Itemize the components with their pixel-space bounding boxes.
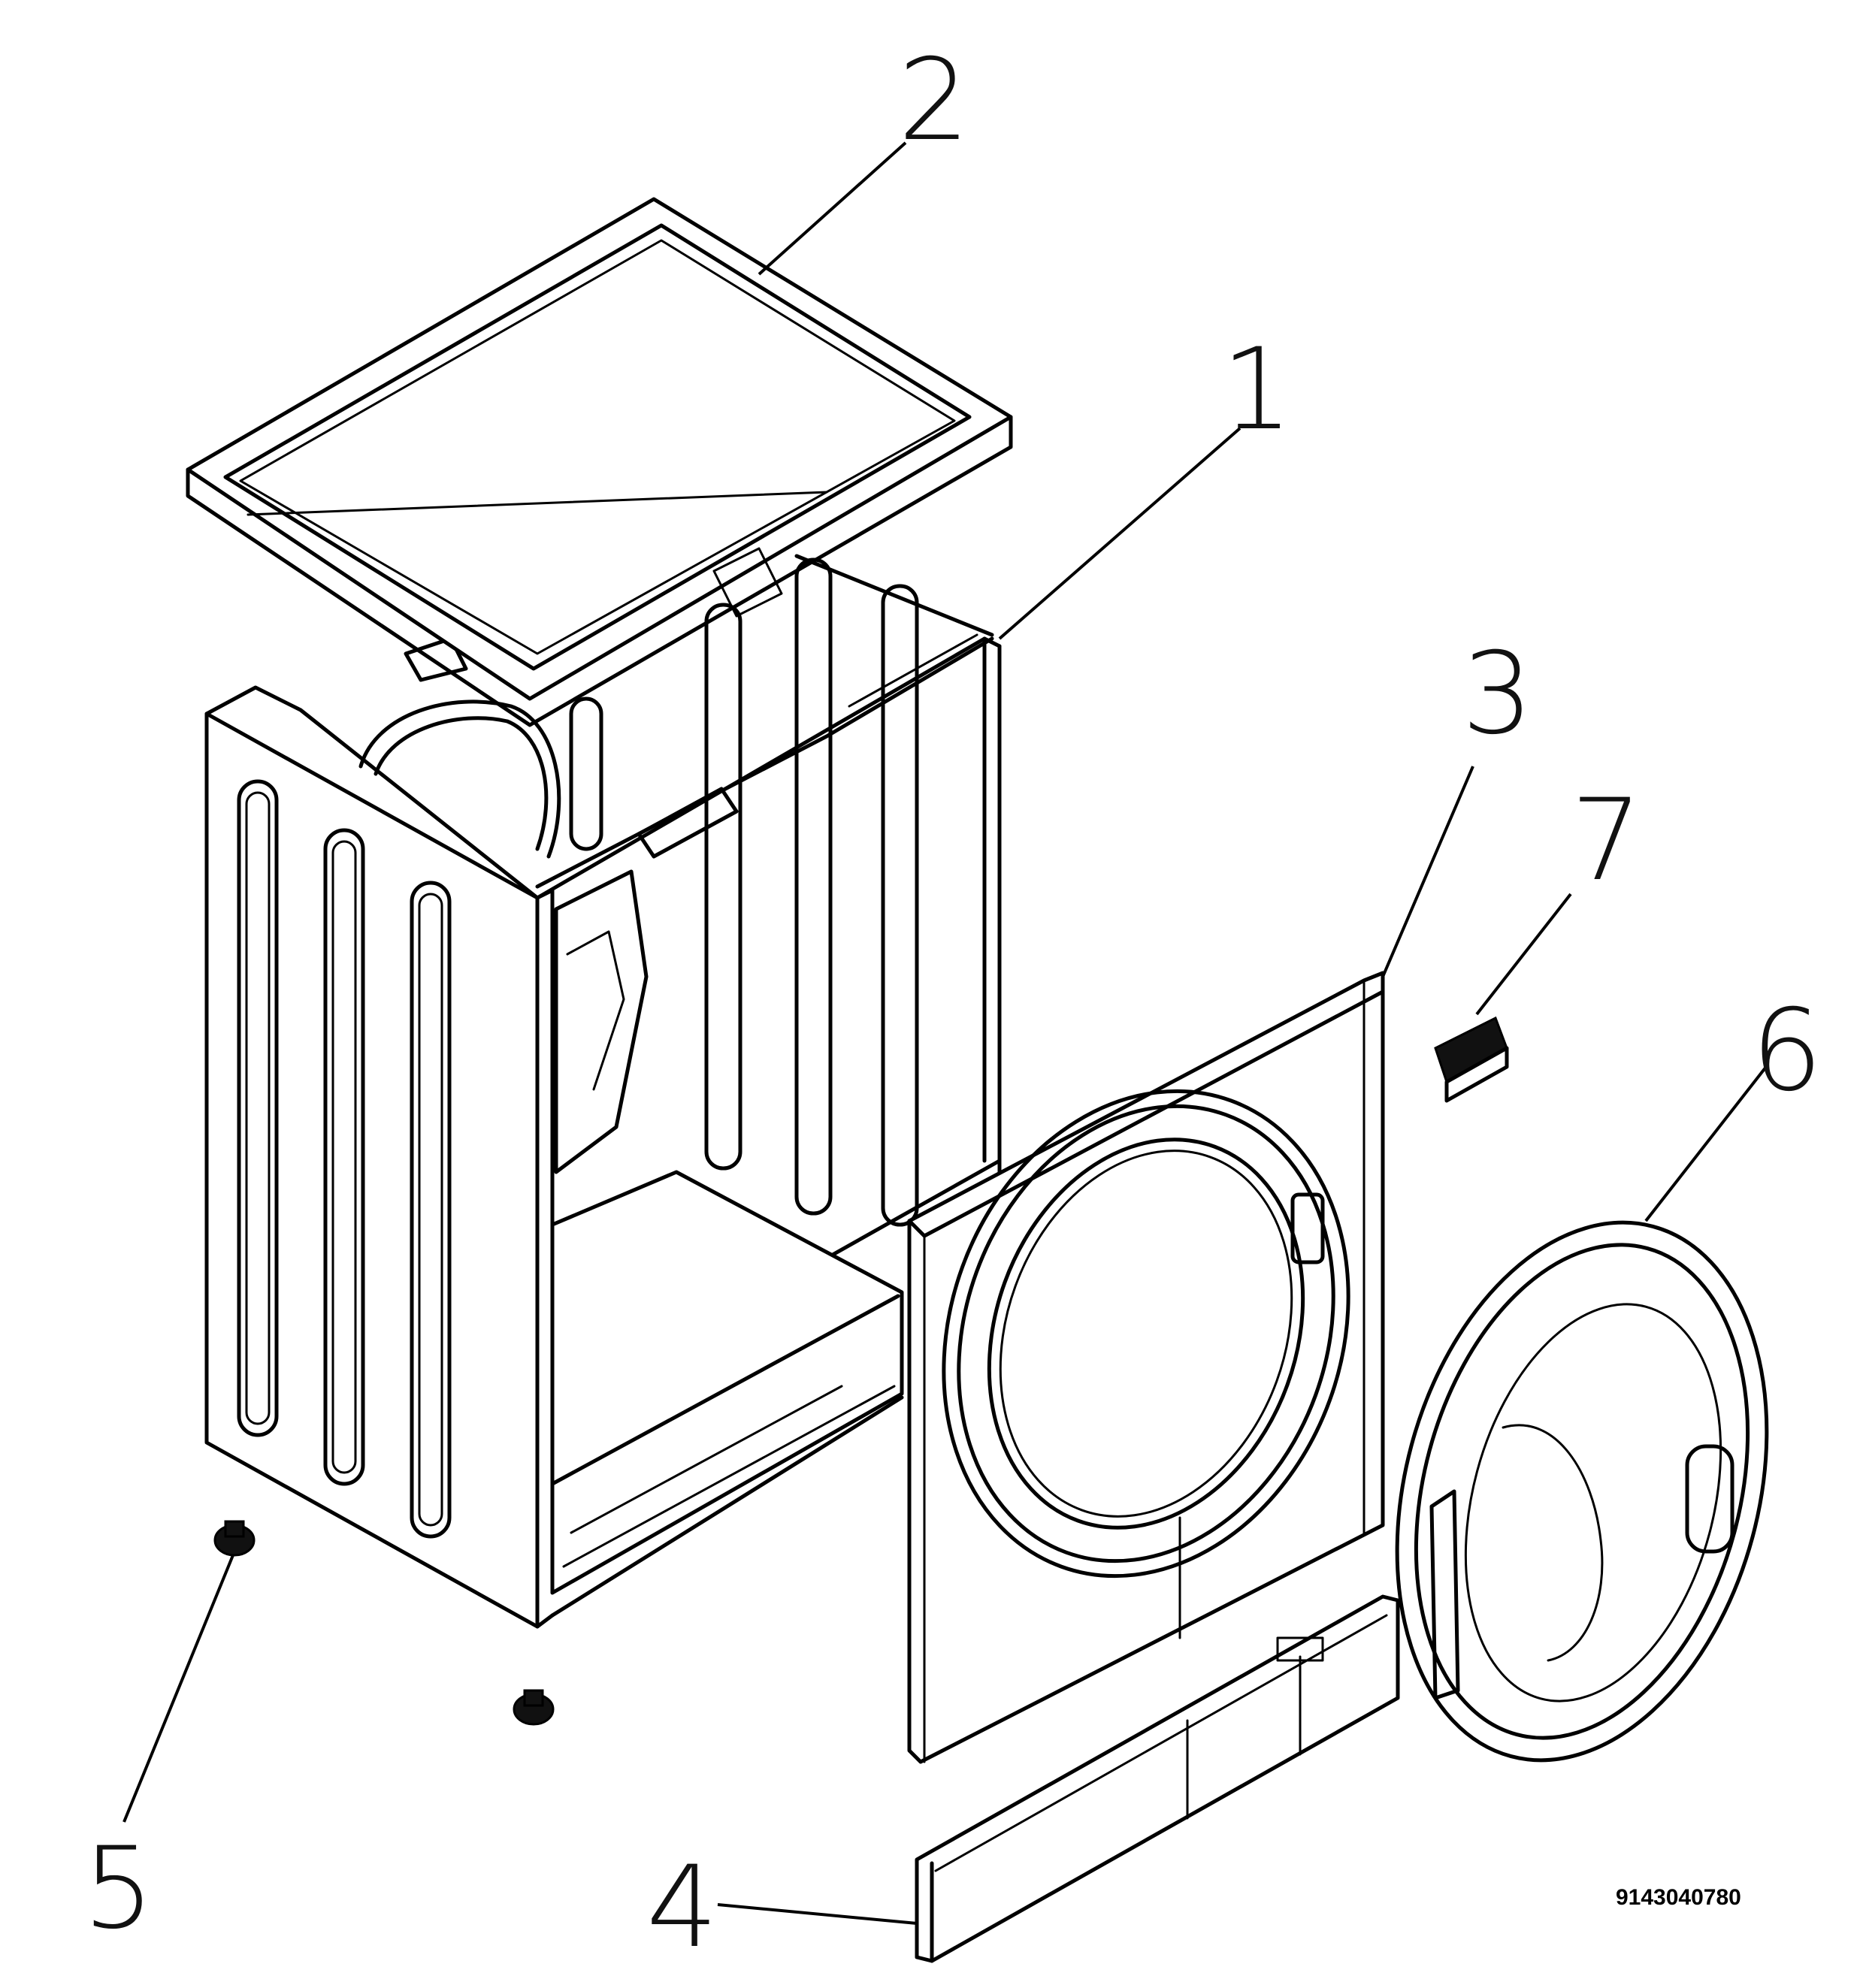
- callout-3: 3: [1462, 629, 1533, 760]
- callout-7: 7: [1571, 775, 1642, 906]
- adjustable-foot-rear: [513, 1689, 555, 1726]
- leader-6: [1644, 1065, 1768, 1222]
- door-lock: [1434, 1016, 1509, 1103]
- leader-1: [998, 427, 1241, 640]
- adjustable-foot-front: [213, 1520, 256, 1557]
- top-lid: [186, 197, 1013, 727]
- callout-5: 5: [83, 1823, 154, 1954]
- callout-1: 1: [1221, 325, 1293, 455]
- control-panel: [915, 1594, 1400, 1963]
- leader-4: [717, 1903, 918, 1925]
- leader-5: [122, 1554, 234, 1823]
- leader-7: [1475, 893, 1572, 1016]
- front-panel: [907, 971, 1385, 1764]
- callout-4: 4: [646, 1842, 718, 1973]
- callout-6: 6: [1751, 986, 1822, 1116]
- leader-2: [758, 141, 907, 276]
- door-assembly: [1395, 1220, 1769, 1763]
- leader-3: [1381, 766, 1474, 977]
- part-code: 9143040780: [1616, 1885, 1741, 1910]
- leader-lines: [122, 141, 1768, 1925]
- cabinet-frame: [204, 554, 1002, 1629]
- callout-2: 2: [898, 35, 969, 166]
